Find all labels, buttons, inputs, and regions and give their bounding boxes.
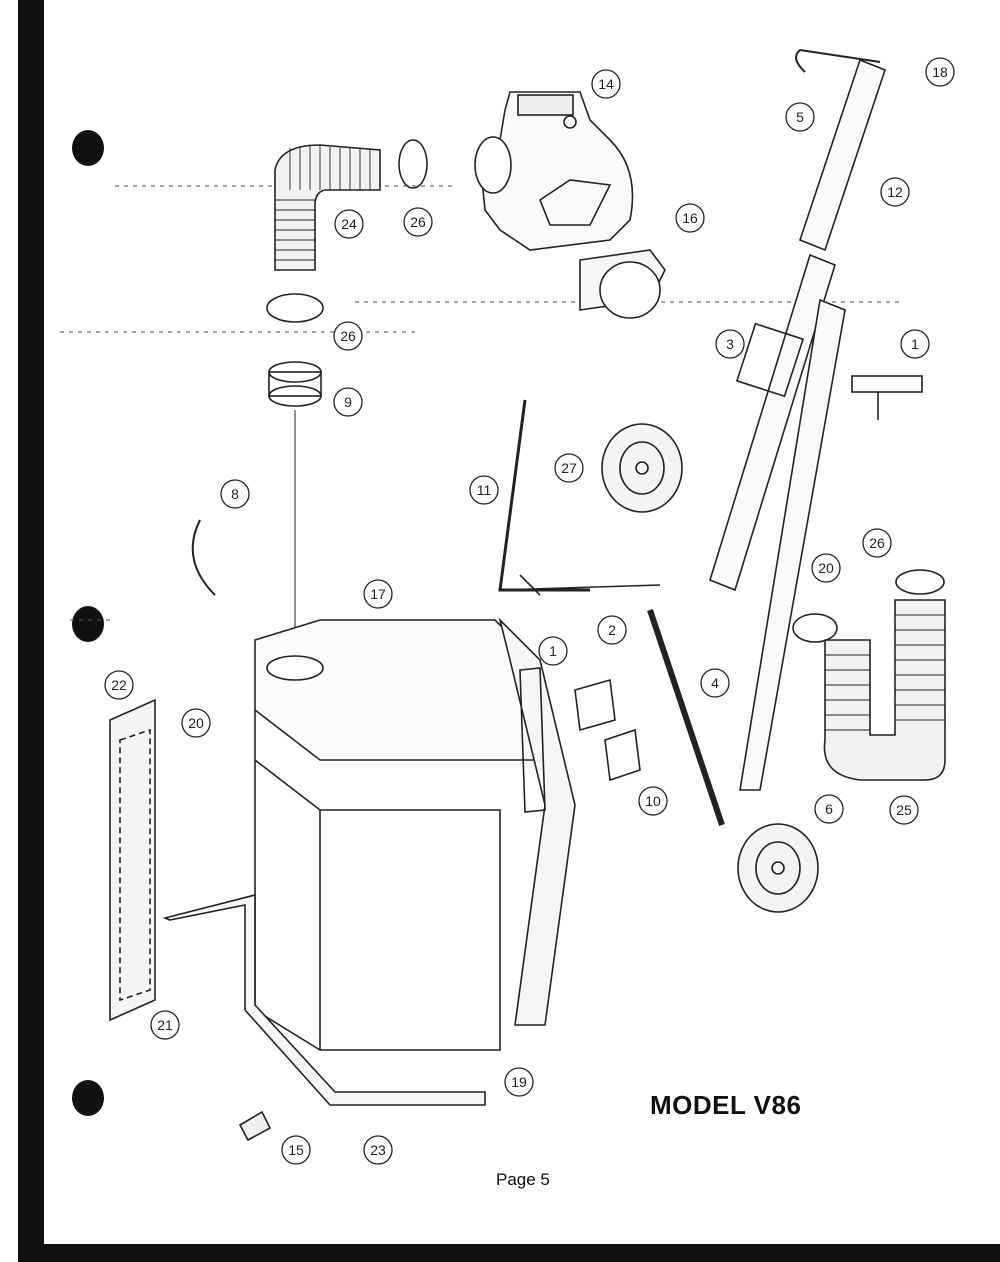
blower-housing-14 bbox=[474, 91, 634, 251]
clamp-ring-26-lower bbox=[895, 569, 945, 595]
callout-4: 4 bbox=[711, 675, 719, 691]
callout-8: 8 bbox=[231, 486, 239, 502]
heater-housing-17 bbox=[254, 619, 536, 1051]
callout-20-a: 20 bbox=[188, 715, 204, 731]
callout-18: 18 bbox=[932, 64, 948, 80]
callout-7-bracket: 1 bbox=[911, 336, 919, 352]
clamp-ring-20-lower bbox=[792, 613, 838, 643]
callout-22: 22 bbox=[111, 677, 127, 693]
clamp-ring-26-mid bbox=[266, 293, 324, 323]
mount-bracket-10 bbox=[604, 728, 641, 782]
binder-hole-3 bbox=[72, 1080, 104, 1116]
handle-frame-12 bbox=[709, 58, 886, 791]
base-frame-23 bbox=[162, 893, 486, 1106]
model-title: MODEL V86 bbox=[650, 1090, 802, 1120]
callout-11: 11 bbox=[477, 482, 492, 498]
callout-10: 10 bbox=[645, 793, 661, 809]
callout-27: 27 bbox=[561, 460, 577, 476]
thermostat-15 bbox=[238, 1110, 272, 1142]
callout-6: 6 bbox=[825, 801, 833, 817]
adapter-plate-16 bbox=[579, 249, 666, 319]
callout-26-a: 26 bbox=[410, 214, 426, 230]
callout-26-b: 26 bbox=[340, 328, 356, 344]
side-rail-19 bbox=[498, 617, 576, 1026]
bracket-7 bbox=[851, 375, 923, 420]
callout-17: 17 bbox=[370, 586, 386, 602]
callout-9: 9 bbox=[344, 394, 352, 410]
callout-14: 14 bbox=[598, 76, 614, 92]
side-panel-22 bbox=[109, 698, 156, 1022]
callout-16: 16 bbox=[682, 210, 698, 226]
wheel-27 bbox=[601, 423, 683, 513]
callout-1: 1 bbox=[549, 643, 557, 659]
scan-edge-bottom bbox=[18, 1244, 1000, 1262]
page-number: Page 5 bbox=[496, 1170, 550, 1189]
hose-collar-9 bbox=[268, 361, 322, 407]
callout-25: 25 bbox=[896, 802, 912, 818]
flex-hose-25 bbox=[823, 599, 946, 781]
scan-edge-left bbox=[18, 0, 44, 1262]
callout-24: 24 bbox=[341, 216, 357, 232]
callout-5: 5 bbox=[796, 109, 804, 125]
handle-bar-11 bbox=[498, 399, 661, 596]
callout-15: 15 bbox=[288, 1142, 304, 1158]
callout-3: 3 bbox=[726, 336, 734, 352]
callout-21: 21 bbox=[157, 1017, 173, 1033]
callout-20-b: 20 bbox=[818, 560, 834, 576]
binder-hole-1 bbox=[72, 130, 104, 166]
callout-12: 12 bbox=[887, 184, 903, 200]
callout-labels: 14 18 5 24 26 12 16 26 3 1 9 27 11 8 20 … bbox=[111, 64, 948, 1158]
callout-23: 23 bbox=[370, 1142, 386, 1158]
callout-19: 19 bbox=[511, 1074, 527, 1090]
binder-hole-2 bbox=[72, 606, 104, 642]
mount-bracket-2 bbox=[574, 678, 616, 732]
wheel-6 bbox=[737, 823, 819, 913]
deflector-8 bbox=[191, 519, 216, 596]
flex-hose-24 bbox=[274, 144, 381, 271]
callout-26-c: 26 bbox=[869, 535, 885, 551]
callout-2: 2 bbox=[608, 622, 616, 638]
callout-circles bbox=[104, 57, 955, 1165]
axle-rod-4 bbox=[647, 609, 725, 826]
clamp-ring-26-top bbox=[398, 139, 428, 189]
hook-5 bbox=[795, 48, 881, 73]
